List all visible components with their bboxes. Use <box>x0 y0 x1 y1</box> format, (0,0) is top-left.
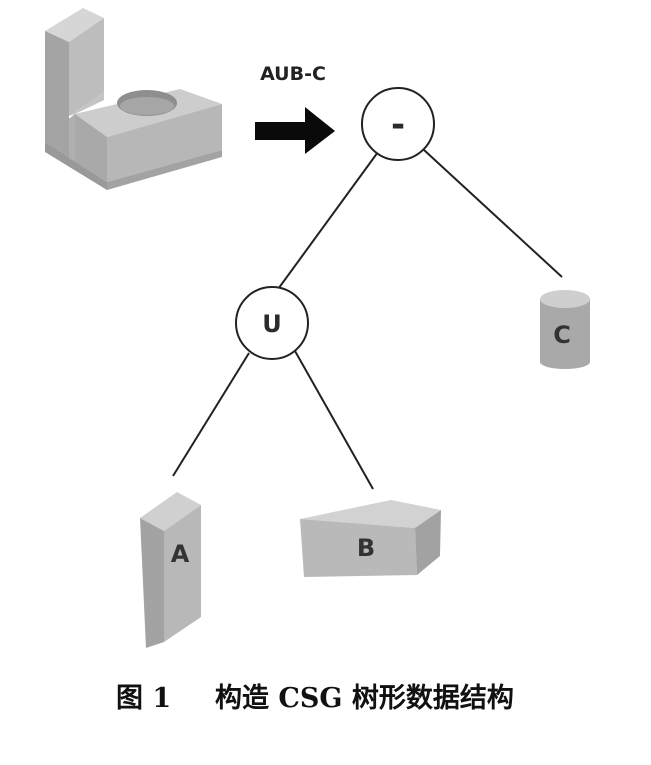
figure-number: 图 1 <box>116 683 171 714</box>
leaf-c-label: C <box>553 321 571 349</box>
edge-union-to-a <box>172 352 250 477</box>
edge-root-to-union <box>272 151 379 297</box>
edge-union-to-b <box>294 350 374 490</box>
right-arrow-icon <box>255 107 335 154</box>
difference-node: - <box>361 87 435 161</box>
composite-solid <box>45 8 222 190</box>
figure-caption: 图 1 构造 CSG 树形数据结构 <box>116 683 514 714</box>
union-operator: U <box>262 310 282 338</box>
cylinder-c: C <box>540 290 590 369</box>
figure-title: 构造 CSG 树形数据结构 <box>215 683 514 714</box>
box-b: B <box>300 500 441 577</box>
union-node: U <box>235 286 309 360</box>
leaf-a-label: A <box>171 540 190 568</box>
edge-root-to-c <box>423 149 563 278</box>
difference-operator: - <box>391 105 405 145</box>
slab-a: A <box>140 492 201 648</box>
expression-label: AUB-C <box>260 63 326 85</box>
leaf-b-label: B <box>357 534 375 562</box>
tree-edges <box>172 149 563 490</box>
